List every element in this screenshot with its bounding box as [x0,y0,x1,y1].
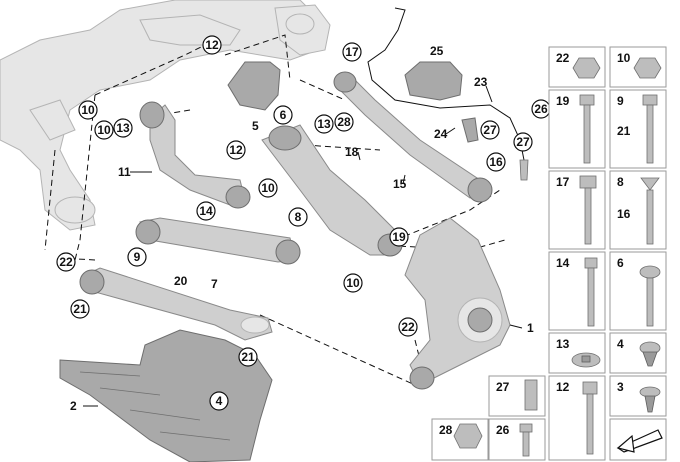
svg-text:19: 19 [392,230,406,244]
svg-text:12: 12 [229,143,243,157]
svg-text:4: 4 [617,337,624,351]
callout-26: 26 [531,99,551,119]
svg-text:17: 17 [556,175,570,189]
svg-text:10: 10 [97,123,111,137]
svg-text:10: 10 [81,103,95,117]
svg-text:16: 16 [489,155,503,169]
svg-text:28: 28 [439,423,453,437]
callout-4: 4 [209,391,229,411]
label-23: 23 [474,75,488,89]
svg-text:13: 13 [317,117,331,131]
callout-16: 16 [486,152,506,172]
svg-text:8: 8 [295,210,302,224]
callout-10: 10 [94,120,114,140]
callout-14: 14 [196,201,216,221]
underbody-panel [59,329,273,462]
callout-13: 13 [314,114,334,134]
svg-text:10: 10 [346,276,360,290]
svg-text:22: 22 [401,320,415,334]
callout-17: 17 [342,42,362,62]
svg-text:26: 26 [534,102,548,116]
label-24: 24 [434,127,448,141]
part-callouts: 12 10 13 10 6 17 13 28 12 10 14 8 9 19 1… [56,35,551,411]
hardware-table: 22 10 19 9 21 17 8 16 14 6 13 4 [431,46,667,461]
upper-control-arm [139,101,251,209]
callout-12: 12 [226,140,246,160]
svg-text:26: 26 [496,423,510,437]
callout-8: 8 [288,207,308,227]
callout-9: 9 [127,247,147,267]
svg-text:12: 12 [556,380,570,394]
label-25: 25 [430,44,444,58]
callout-10: 10 [343,273,363,293]
svg-text:19: 19 [556,94,570,108]
svg-text:28: 28 [337,115,351,129]
svg-text:4: 4 [216,394,223,408]
svg-text:6: 6 [280,108,287,122]
callout-27: 27 [513,132,533,152]
link-arm [333,71,493,203]
svg-text:10: 10 [261,181,275,195]
label-1: 1 [527,321,534,335]
svg-text:27: 27 [516,135,530,149]
label-2: 2 [70,399,77,413]
label-7: 7 [211,277,218,291]
callout-13: 13 [113,118,133,138]
callout-22: 22 [398,317,418,337]
callout-22: 22 [56,252,76,272]
svg-text:13: 13 [116,121,130,135]
bracket [227,61,281,111]
svg-text:3: 3 [617,380,624,394]
callout-21: 21 [238,347,258,367]
svg-text:12: 12 [205,38,219,52]
svg-text:10: 10 [617,51,631,65]
sensor-wiring [367,7,529,181]
lower-link-arm [135,217,301,265]
svg-text:16: 16 [617,207,631,221]
callout-10: 10 [258,178,278,198]
callout-12: 12 [202,35,222,55]
svg-text:8: 8 [617,175,624,189]
label-5: 5 [252,119,259,133]
wheel-carrier [404,217,511,390]
label-20: 20 [174,274,188,288]
svg-text:21: 21 [73,302,87,316]
pointer-arrow-icon [616,429,663,453]
svg-text:9: 9 [134,250,141,264]
tie-rod [79,267,273,341]
callout-28: 28 [334,112,354,132]
label-15: 15 [393,177,407,191]
svg-text:6: 6 [617,256,624,270]
callout-6: 6 [273,105,293,125]
svg-text:9: 9 [617,94,624,108]
label-18: 18 [345,145,359,159]
svg-text:17: 17 [345,45,359,59]
svg-text:14: 14 [199,204,213,218]
label-11: 11 [118,165,131,179]
svg-text:22: 22 [59,255,73,269]
svg-text:14: 14 [556,256,570,270]
svg-text:27: 27 [496,380,510,394]
svg-text:22: 22 [556,51,570,65]
svg-text:27: 27 [483,123,497,137]
callout-10: 10 [78,100,98,120]
callout-19: 19 [389,227,409,247]
trailing-arm [261,124,403,257]
svg-text:21: 21 [241,350,255,364]
part-labels: 5 11 18 15 25 23 24 7 20 1 2 [70,44,534,413]
svg-text:21: 21 [617,124,631,138]
callout-27: 27 [480,120,500,140]
svg-text:13: 13 [556,337,570,351]
callout-21: 21 [70,299,90,319]
